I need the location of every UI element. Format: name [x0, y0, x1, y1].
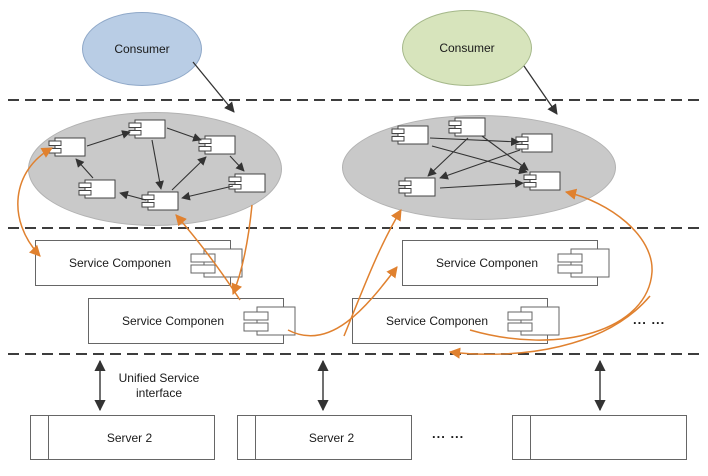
service-component-3-label: Service Componen — [435, 256, 539, 270]
consumer-left-arrow — [192, 61, 235, 113]
component-icon — [507, 306, 560, 336]
server-divider — [530, 416, 531, 459]
server-box-2: Server 2 — [237, 415, 412, 460]
server-box-3 — [512, 415, 687, 460]
consumer-left-label: Consumer — [114, 42, 170, 56]
service-component-box-4: Service Componen — [352, 298, 560, 344]
service-component-1-label: Service Componen — [68, 256, 172, 270]
ellipsis-more-components: ... ... — [633, 312, 666, 327]
component-icon — [190, 248, 243, 278]
server-box-1: Server 2 — [30, 415, 215, 460]
consumer-right-arrow — [523, 65, 558, 115]
server-2-label: Server 2 — [308, 430, 355, 445]
service-component-4-label: Service Componen — [385, 314, 489, 328]
consumer-ellipse-left: Consumer — [82, 12, 202, 86]
service-component-box-1: Service Componen — [35, 240, 243, 286]
server-1-label: Server 2 — [106, 430, 153, 445]
service-component-2-label: Service Componen — [121, 314, 225, 328]
component-cluster-left — [28, 112, 282, 226]
component-icon — [243, 306, 296, 336]
unified-service-interface-label: Unified Service interface — [104, 371, 214, 401]
unified-service-interface-line2: interface — [135, 386, 183, 400]
service-component-box-2: Service Componen — [88, 298, 296, 344]
server-divider — [48, 416, 49, 459]
unified-service-interface-line1: Unified Service — [118, 371, 200, 385]
ellipsis-more-servers: ... ... — [432, 426, 465, 441]
consumer-ellipse-right: Consumer — [402, 10, 532, 86]
server-divider — [255, 416, 256, 459]
component-cluster-right — [342, 115, 616, 220]
service-component-box-3: Service Componen — [402, 240, 610, 286]
consumer-right-label: Consumer — [439, 41, 495, 55]
component-icon — [557, 248, 610, 278]
